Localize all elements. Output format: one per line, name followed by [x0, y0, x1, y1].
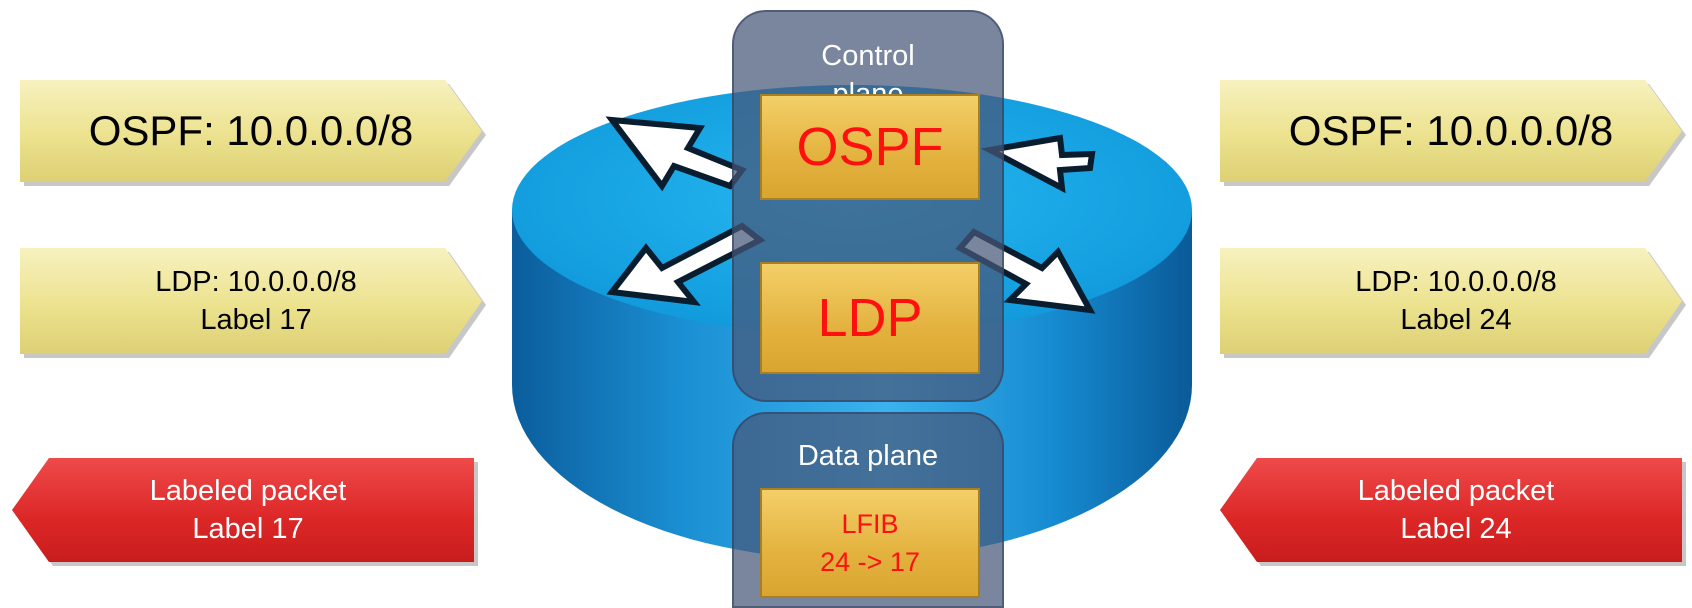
left-ospf-advertisement: OSPF: 10.0.0.0/8: [20, 80, 482, 182]
left-packet-line2: Label 17: [192, 513, 304, 545]
data-plane-panel: Data plane LFIB 24 -> 17: [732, 412, 1004, 608]
left-ospf-text: OSPF: 10.0.0.0/8: [88, 107, 414, 154]
left-ldp-advertisement: LDP: 10.0.0.0/8 Label 17: [20, 248, 482, 354]
right-ldp-line1: LDP: 10.0.0.0/8: [1355, 266, 1557, 298]
lfib-entry: 24 -> 17: [820, 547, 920, 577]
right-packet-line2: Label 24: [1400, 513, 1512, 545]
lfib-label: LFIB: [841, 509, 899, 539]
right-packet-line1: Labeled packet: [1357, 475, 1555, 507]
ospf-process-label: OSPF: [796, 117, 944, 177]
right-ospf-advertisement: OSPF: 10.0.0.0/8: [1220, 80, 1682, 182]
right-ldp-advertisement: LDP: 10.0.0.0/8 Label 24: [1220, 248, 1682, 354]
data-plane-title: Data plane: [797, 440, 939, 472]
left-labeled-packet: Labeled packet Label 17: [12, 458, 474, 562]
ldp-process-box: LDP: [760, 262, 980, 374]
right-ospf-text: OSPF: 10.0.0.0/8: [1288, 107, 1614, 154]
lfib-box: LFIB 24 -> 17: [760, 488, 980, 598]
right-ldp-line2: Label 24: [1400, 304, 1512, 336]
left-ldp-line1: LDP: 10.0.0.0/8: [155, 266, 357, 298]
control-plane-title: Control: [821, 40, 915, 72]
control-plane-panel: Control plane OSPF LDP: [732, 10, 1004, 402]
left-ldp-line2: Label 17: [200, 304, 312, 336]
left-packet-line1: Labeled packet: [149, 475, 347, 507]
ldp-process-label: LDP: [817, 288, 923, 348]
router-arrows: [605, 116, 1096, 314]
ospf-process-box: OSPF: [760, 94, 980, 200]
right-labeled-packet: Labeled packet Label 24: [1220, 458, 1682, 562]
